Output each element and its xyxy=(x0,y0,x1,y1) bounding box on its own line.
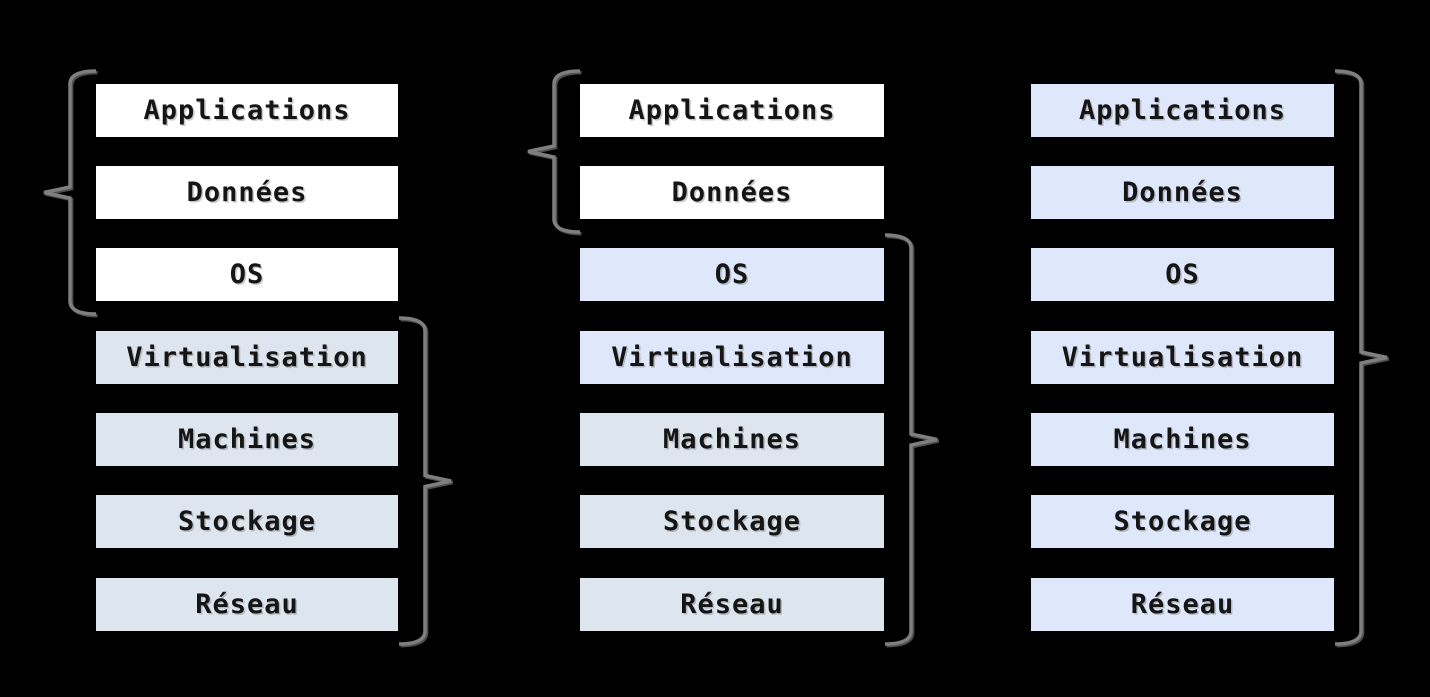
brace-shadow-column-1-left xyxy=(45,70,98,318)
layer-label: Applications xyxy=(628,95,836,126)
layer-label: Stockage xyxy=(1113,506,1252,537)
layer-label: Stockage xyxy=(662,506,802,537)
column-2-layer-os: OS xyxy=(580,248,884,301)
layer-label: Données xyxy=(1122,177,1243,208)
brace-shadow-column-3-right xyxy=(1336,70,1389,648)
column-1-layer-machines: Machines xyxy=(96,413,398,466)
column-1-layer-reseau: Réseau xyxy=(96,578,398,631)
layer-label: Applications xyxy=(1078,95,1287,126)
column-1-layer-applications: Applications xyxy=(96,84,398,137)
column-3-layer-donnees: Données xyxy=(1031,166,1334,219)
layer-label: Machines xyxy=(177,424,317,455)
column-2-layer-donnees: Données xyxy=(580,166,884,219)
brace-shadow-column-2-left xyxy=(529,70,582,236)
column-3-layer-applications: Applications xyxy=(1031,84,1334,137)
layer-label: OS xyxy=(714,259,750,290)
brace-shadow-column-2-right xyxy=(886,234,939,648)
layer-label: Stockage xyxy=(177,506,317,537)
column-1-layer-stockage: Stockage xyxy=(96,495,398,548)
column-2-layer-virtualisation: Virtualisation xyxy=(580,331,884,384)
layer-label: Virtualisation xyxy=(126,342,368,373)
layer-label: Virtualisation xyxy=(611,342,853,373)
layer-label: Machines xyxy=(1113,424,1252,455)
layer-label: OS xyxy=(1165,259,1200,290)
layer-label: Données xyxy=(671,177,793,208)
column-3-layer-stockage: Stockage xyxy=(1031,495,1334,548)
column-3-layer-reseau: Réseau xyxy=(1031,578,1334,631)
column-3-layer-machines: Machines xyxy=(1031,413,1334,466)
layer-label: Réseau xyxy=(195,589,299,620)
column-1-layer-virtualisation: Virtualisation xyxy=(96,331,398,384)
brace-column-1-right xyxy=(398,316,452,646)
brace-column-1-left xyxy=(43,69,97,316)
column-2-layer-machines: Machines xyxy=(580,413,884,466)
layer-label: Applications xyxy=(143,95,351,126)
column-2-layer-reseau: Réseau xyxy=(580,578,884,631)
column-2-layer-stockage: Stockage xyxy=(580,495,884,548)
brace-shadow-column-1-right xyxy=(400,317,453,648)
brace-column-2-right xyxy=(884,233,938,646)
column-3-layer-os: OS xyxy=(1031,248,1334,301)
column-3-layer-virtualisation: Virtualisation xyxy=(1031,331,1334,384)
brace-column-3-right xyxy=(1334,69,1388,646)
layer-label: Réseau xyxy=(1130,589,1235,620)
layer-label: OS xyxy=(229,259,265,290)
column-1-layer-donnees: Données xyxy=(96,166,398,219)
column-2-layer-applications: Applications xyxy=(580,84,884,137)
column-1-layer-os: OS xyxy=(96,248,398,301)
layer-label: Machines xyxy=(662,424,802,455)
brace-column-2-left xyxy=(527,69,581,234)
layer-label: Virtualisation xyxy=(1061,342,1304,373)
layer-label: Réseau xyxy=(680,589,784,620)
layer-label: Données xyxy=(186,177,308,208)
